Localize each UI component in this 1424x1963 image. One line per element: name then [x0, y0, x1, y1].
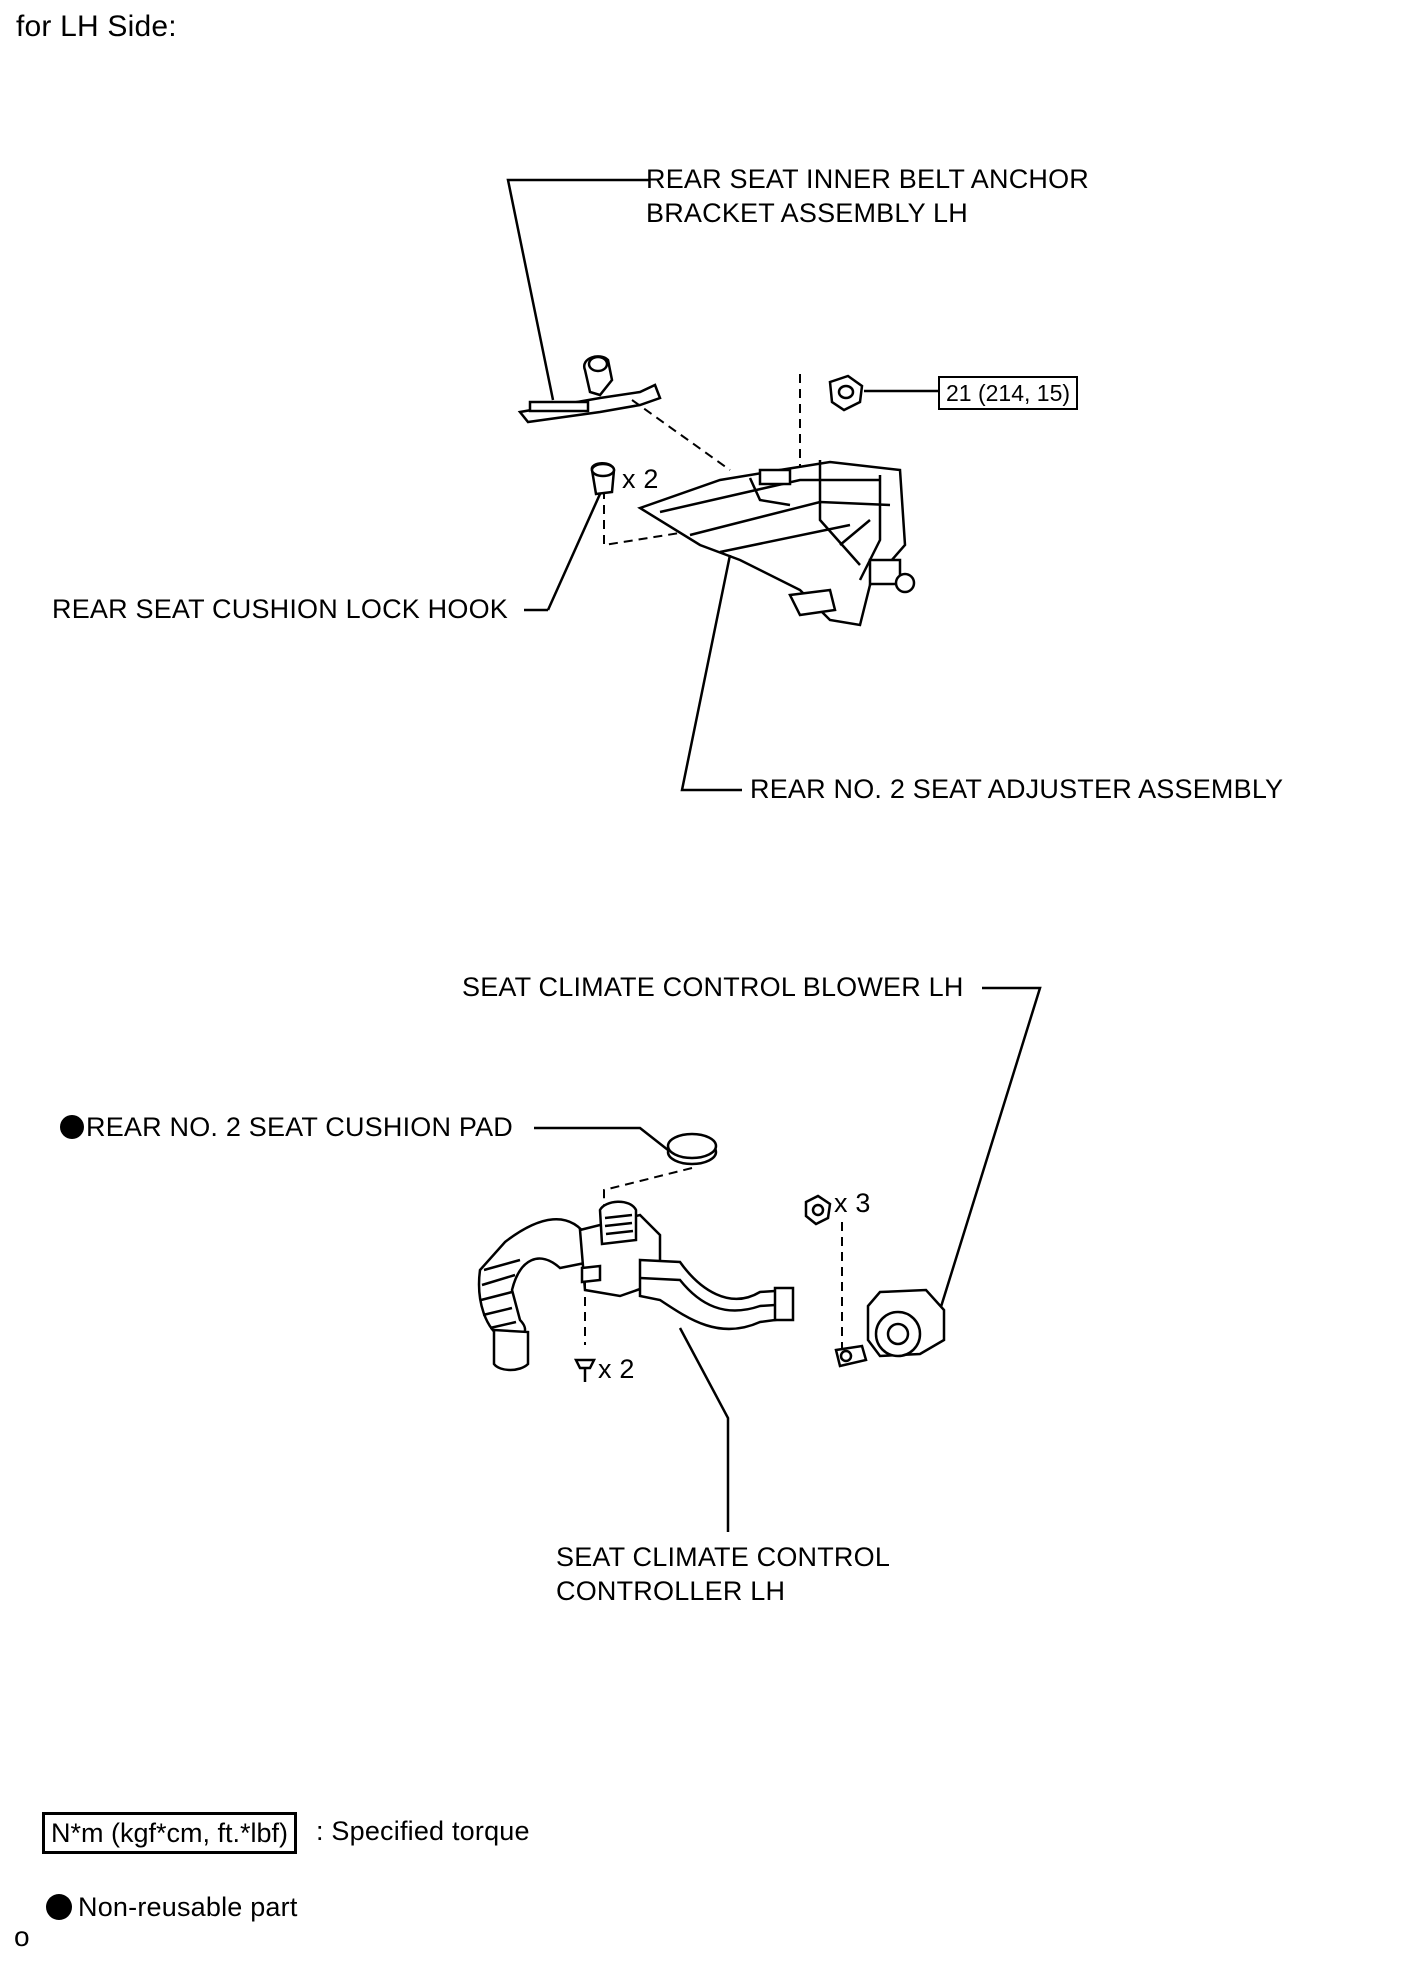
non-reusable-bullet-icon [60, 1115, 84, 1139]
lock-hook-qty: x 2 [622, 464, 659, 494]
footer-code: o [14, 1921, 30, 1952]
cushion-pad-leader [534, 1126, 669, 1151]
controller-duct-part [477, 1200, 795, 1372]
belt-anchor-label-line2: BRACKET ASSEMBLY LH [646, 198, 968, 228]
torque-spec-box: 21 (214, 15) [938, 376, 1079, 410]
seat-adjuster-leader [680, 554, 742, 792]
belt-anchor-bracket-part [517, 355, 662, 424]
blower-label: SEAT CLIMATE CONTROL BLOWER LH [462, 972, 964, 1002]
lock-hook-leader [546, 493, 602, 611]
blower-leader [938, 986, 1042, 1311]
seat-adjuster-part [637, 460, 916, 627]
non-reusable-legend-icon [46, 1894, 72, 1920]
cushion-pad-label: REAR NO. 2 SEAT CUSHION PAD [86, 1112, 513, 1142]
controller-label-line2: CONTROLLER LH [556, 1576, 786, 1606]
legend-nonreusable-desc: Non-reusable part [78, 1892, 298, 1922]
cushion-pad-part [666, 1132, 718, 1166]
legend-torque-desc: : Specified torque [316, 1816, 530, 1846]
blower-part [834, 1288, 946, 1368]
lock-hook-part [590, 462, 616, 496]
seat-adjuster-label: REAR NO. 2 SEAT ADJUSTER ASSEMBLY [750, 774, 1284, 804]
cushion-pad-callout: REAR NO. 2 SEAT CUSHION PAD [60, 1110, 513, 1144]
screw-part [573, 1358, 597, 1382]
controller-leader [678, 1327, 730, 1532]
lock-hook-label: REAR SEAT CUSHION LOCK HOOK [52, 594, 508, 624]
belt-anchor-label-line1: REAR SEAT INNER BELT ANCHOR [646, 164, 1090, 194]
nut-part [828, 374, 864, 412]
legend-torque-unit: N*m (kgf*cm, ft.*lbf) [42, 1812, 298, 1854]
controller-label-line1: SEAT CLIMATE CONTROL [556, 1542, 891, 1572]
page-title: for LH Side: [16, 10, 177, 43]
legend-nonreusable: Non-reusable part [46, 1890, 298, 1924]
screw-qty: x 2 [598, 1354, 635, 1384]
blower-nut-part [804, 1194, 832, 1226]
nut-qty: x 3 [834, 1188, 871, 1218]
belt-anchor-leader [506, 178, 650, 401]
